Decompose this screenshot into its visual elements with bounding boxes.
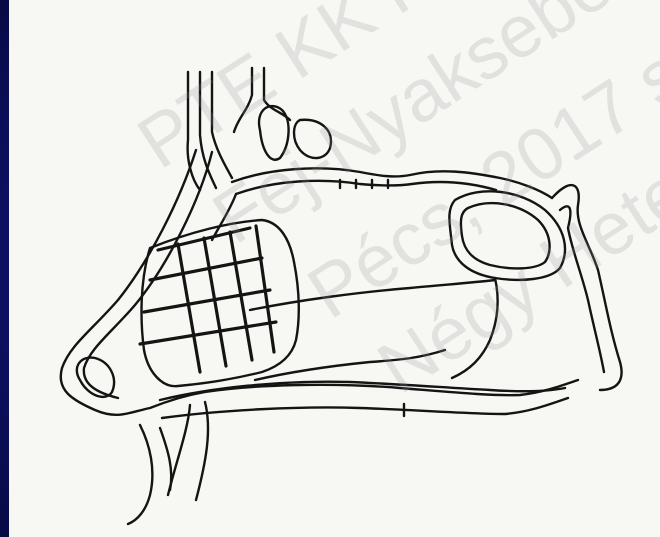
frontal-sinus-right-tube (234, 68, 252, 132)
inferior-turbinate-line (255, 350, 445, 380)
nostril (77, 358, 114, 397)
middle-turbinate-line (250, 280, 495, 310)
upper-sinus-cell (259, 106, 289, 160)
sphenoid-sinus-inner (461, 203, 550, 268)
upper-lip-inner (160, 428, 171, 490)
ethmoid-grid (140, 226, 276, 372)
cribriform-plate-inner (236, 181, 496, 194)
frontal-duct-right (212, 72, 232, 178)
frontal-duct-middle (200, 72, 216, 188)
figure-panel: PTE KK Fül-Orr-Gégészeti és Fej-Nyaksebé… (9, 0, 660, 537)
external-nose-outline (61, 150, 578, 415)
clivus (552, 185, 622, 390)
nasal-cavity-sagittal-drawing (9, 0, 660, 537)
cavity-posterior-wall (452, 278, 498, 378)
sphenoid-cell-upper (294, 120, 331, 158)
frontal-sinus-right-tube-2 (264, 68, 290, 120)
hard-palate-lower (162, 398, 568, 418)
upper-lip-outline (128, 425, 152, 524)
maxilla-lower-2 (196, 402, 208, 500)
ethmoid-boundary (142, 220, 299, 386)
